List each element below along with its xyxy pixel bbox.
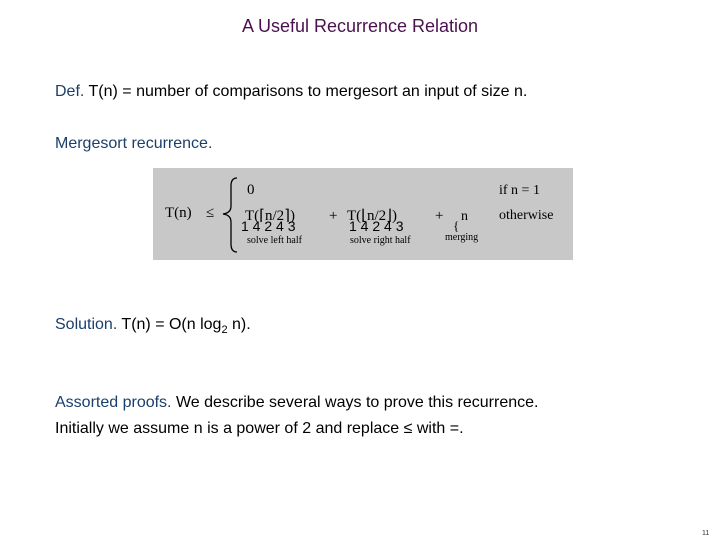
plus-sign-1: + [329, 208, 337, 224]
solution-label: Solution. [55, 316, 118, 333]
solution-text-end: n). [227, 316, 251, 333]
term-right: T(⌊n/2⌋) [347, 208, 397, 224]
proofs-line-1: Assorted proofs. We describe several way… [55, 394, 538, 412]
label-right-half: solve right half [350, 235, 411, 246]
case2-condition: otherwise [499, 208, 553, 223]
page-number: 11 [702, 530, 710, 537]
case1-condition: if n = 1 [499, 183, 540, 198]
solution-line: Solution. T(n) = O(n log2 n). [55, 316, 251, 336]
term-left: T(⌈n/2⌉) [245, 208, 295, 224]
proofs-text: We describe several ways to prove this r… [175, 394, 539, 411]
label-merging: merging [445, 232, 478, 243]
recurrence-lhs: T(n) [165, 205, 192, 221]
term-merge: n [461, 209, 468, 224]
proofs-line-2: Initially we assume n is a power of 2 an… [55, 420, 464, 437]
definition-line: Def. T(n) = number of comparisons to mer… [55, 83, 527, 101]
recurrence-figure: T(n) ≤ 0 if n = 1 T(⌈n/2⌉) + T(⌊n/2⌋) + … [153, 168, 573, 260]
underbrace-left: 1 4 2 4 3 [241, 218, 296, 234]
recurrence-relation: ≤ [206, 205, 214, 221]
underbrace-right: 1 4 2 4 3 [349, 218, 404, 234]
solution-text: T(n) = O(n log [121, 316, 222, 333]
cases-brace [222, 177, 238, 253]
plus-sign-2: + [435, 208, 443, 224]
mergesort-recurrence-label: Mergesort recurrence. [55, 135, 213, 152]
underbrace-merge: { [453, 218, 459, 233]
definition-text: T(n) = number of comparisons to mergesor… [88, 83, 528, 100]
slide-title: A Useful Recurrence Relation [241, 16, 479, 36]
proofs-label: Assorted proofs. [55, 394, 172, 411]
solution-subscript: 2 [221, 324, 228, 337]
definition-label: Def. [55, 83, 85, 100]
case1-value: 0 [247, 182, 255, 198]
label-left-half: solve left half [247, 235, 303, 246]
